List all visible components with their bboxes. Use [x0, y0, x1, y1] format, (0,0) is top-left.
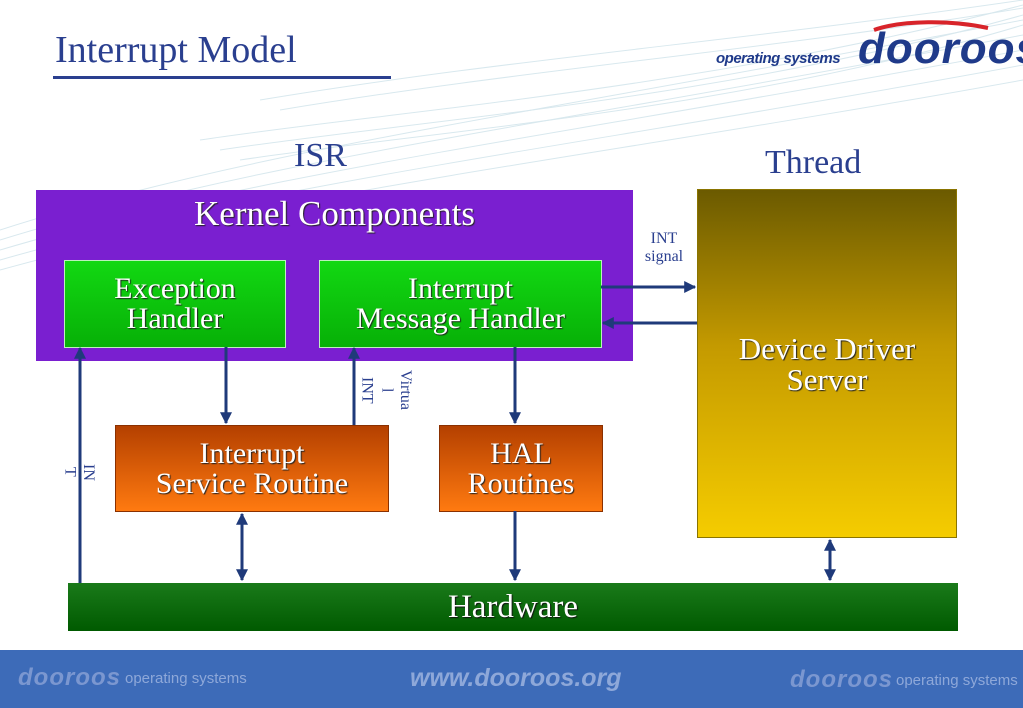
hal-routines-box: HAL Routines	[439, 425, 603, 512]
isr-label: ISR	[294, 137, 347, 174]
kernel-components-title: Kernel Components	[194, 194, 475, 233]
hardware-bar: Hardware	[68, 583, 958, 631]
footer-right-logo: dooroos	[790, 666, 893, 693]
interrupt-message-handler-box: Interrupt Message Handler	[319, 260, 602, 348]
footer-bar	[0, 650, 1023, 708]
title-underline	[53, 76, 391, 79]
interrupt-service-routine-box: Interrupt Service Routine	[115, 425, 389, 512]
footer-left-logo: dooroos	[18, 664, 121, 691]
device-driver-server-box: Device Driver Server	[697, 189, 957, 538]
logo-tagline: operating systems	[716, 50, 841, 67]
thread-label: Thread	[765, 144, 862, 181]
connector-arrows	[74, 281, 836, 583]
slide-title: Interrupt Model	[55, 29, 297, 71]
virtual-int-label-virtual: Virtua l	[378, 370, 414, 410]
footer-right-tagline: operating systems	[896, 672, 1018, 689]
logo-swoosh-icon	[873, 20, 989, 32]
footer-left-tagline: operating systems	[125, 670, 247, 687]
int-left-label: IN T	[61, 463, 97, 481]
logo-wordmark: dooroos	[858, 24, 1023, 73]
footer-url[interactable]: www.dooroos.org	[410, 664, 622, 692]
int-signal-label: INT signal	[644, 230, 684, 266]
exception-handler-box: Exception Handler	[64, 260, 286, 348]
virtual-int-label-int: INT	[358, 376, 376, 404]
